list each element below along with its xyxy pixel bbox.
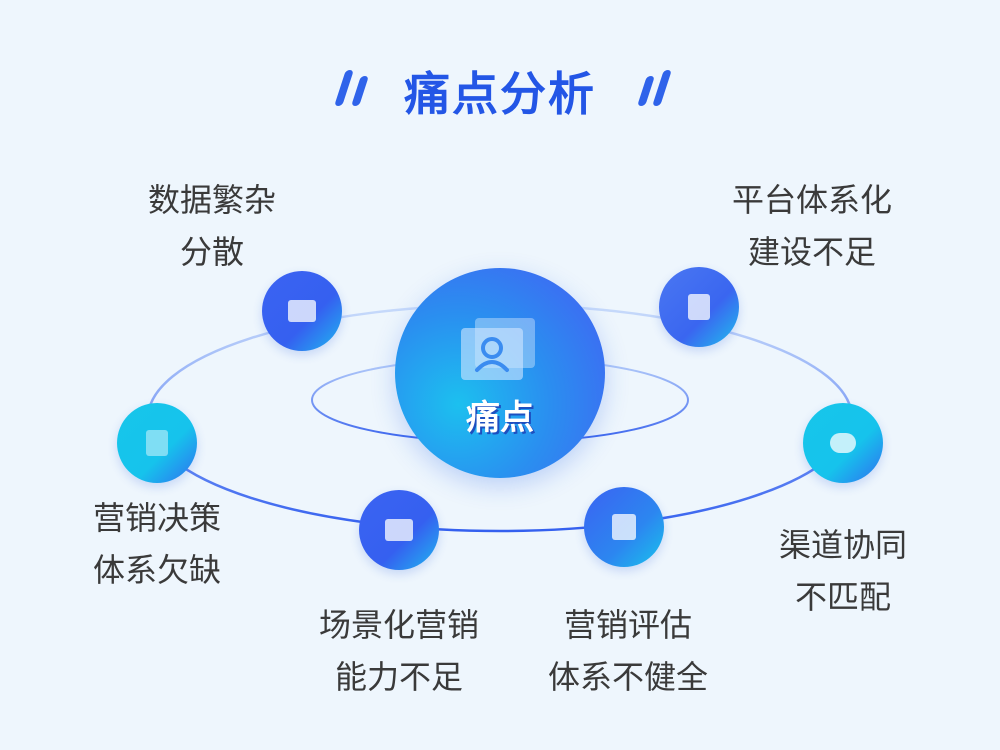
- page-title: 痛点分析: [404, 67, 596, 121]
- monitor-chart-icon: [288, 300, 316, 322]
- center-node: 痛点: [395, 268, 605, 478]
- node-label: 营销决策体系欠缺: [37, 492, 277, 596]
- node-decision: [117, 403, 197, 483]
- label-line: 体系不健全: [547, 658, 708, 696]
- label-line: 能力不足: [334, 658, 463, 696]
- node-label: 场景化营销能力不足: [279, 599, 519, 703]
- briefcase-icon: [385, 519, 413, 541]
- label-line: 平台体系化: [731, 181, 892, 219]
- node-channel: [803, 403, 883, 483]
- label-line: 场景化营销: [318, 606, 479, 644]
- label-line: 营销决策: [92, 499, 221, 537]
- document-icon: [688, 294, 710, 320]
- label-line: 分散: [179, 233, 244, 271]
- node-platform: [659, 267, 739, 347]
- label-line: 不匹配: [794, 578, 891, 616]
- notebook-icon: [612, 514, 636, 540]
- node-scenario: [359, 490, 439, 570]
- center-label: 痛点: [466, 398, 534, 438]
- label-line: 营销评估: [563, 606, 692, 644]
- node-label: 渠道协同不匹配: [723, 519, 963, 623]
- node-data-complex: [262, 271, 342, 351]
- node-label: 营销评估体系不健全: [508, 599, 748, 703]
- label-line: 建设不足: [747, 233, 876, 271]
- presentation-file-icon: [146, 430, 168, 456]
- label-line: 数据繁杂: [147, 181, 276, 219]
- user-profile-icon: [461, 318, 535, 380]
- node-label: 平台体系化建设不足: [692, 174, 932, 278]
- node-label: 数据繁杂分散: [92, 174, 332, 278]
- label-line: 渠道协同: [778, 526, 907, 564]
- label-line: 体系欠缺: [92, 551, 221, 589]
- chat-bubble-icon: [830, 433, 856, 453]
- node-evaluation: [584, 487, 664, 567]
